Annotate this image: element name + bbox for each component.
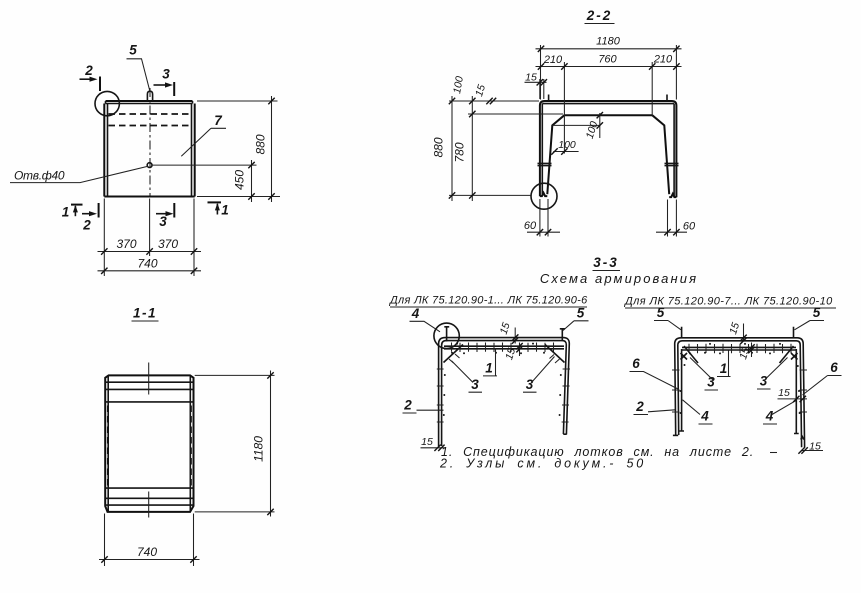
- svg-text:370: 370: [116, 237, 136, 251]
- svg-text:3: 3: [471, 377, 479, 392]
- svg-text:1. Спецификацию лотков см. на: 1. Спецификацию лотков см. на листе 2.: [441, 445, 754, 459]
- svg-text:2: 2: [82, 218, 91, 233]
- svg-text:4: 4: [700, 409, 709, 424]
- svg-text:100: 100: [558, 139, 576, 151]
- svg-text:1: 1: [221, 203, 229, 218]
- svg-text:370: 370: [158, 237, 178, 251]
- svg-text:5: 5: [657, 305, 665, 320]
- svg-text:100: 100: [451, 75, 466, 94]
- svg-text:880: 880: [432, 137, 446, 157]
- svg-text:15: 15: [809, 441, 821, 453]
- svg-text:2: 2: [635, 399, 644, 414]
- svg-text:5: 5: [813, 305, 821, 320]
- svg-text:Отв.ф40: Отв.ф40: [14, 169, 65, 183]
- svg-text:100: 100: [584, 120, 601, 140]
- svg-text:3: 3: [760, 374, 768, 389]
- svg-text:210: 210: [543, 54, 563, 66]
- svg-text:15: 15: [727, 321, 742, 336]
- svg-text:15: 15: [525, 72, 537, 84]
- svg-text:760: 760: [598, 54, 617, 66]
- svg-text:2: 2: [84, 63, 93, 78]
- svg-text:740: 740: [137, 256, 157, 270]
- svg-text:210: 210: [653, 54, 673, 66]
- svg-text:1: 1: [720, 361, 728, 376]
- svg-text:3: 3: [162, 67, 170, 82]
- svg-text:3: 3: [707, 375, 715, 390]
- svg-text:Для ЛК 75.120.90-1... ЛК 75.12: Для ЛК 75.120.90-1... ЛК 75.120.90-6: [388, 295, 588, 307]
- svg-text:Для ЛК 75.120.90-7... ЛК 75.12: Для ЛК 75.120.90-7... ЛК 75.120.90-10: [623, 296, 833, 308]
- svg-text:7: 7: [214, 113, 223, 128]
- svg-text:1180: 1180: [252, 436, 266, 462]
- svg-text:1-1: 1-1: [133, 306, 157, 321]
- svg-text:15: 15: [503, 347, 518, 362]
- svg-text:60: 60: [524, 220, 537, 232]
- svg-text:4: 4: [765, 409, 774, 424]
- svg-text:450: 450: [233, 170, 247, 190]
- svg-text:15: 15: [498, 321, 513, 336]
- svg-text:15: 15: [778, 387, 790, 399]
- svg-text:15: 15: [421, 436, 433, 448]
- svg-text:Схема армирования: Схема армирования: [540, 271, 698, 286]
- svg-text:4: 4: [411, 306, 420, 321]
- svg-text:5: 5: [129, 43, 137, 58]
- svg-text:5: 5: [577, 306, 585, 321]
- svg-text:2. Узлы см. докум.- 50: 2. Узлы см. докум.- 50: [439, 457, 646, 471]
- svg-text:6: 6: [830, 360, 838, 375]
- svg-text:3: 3: [526, 377, 534, 392]
- svg-text:2: 2: [403, 398, 412, 413]
- svg-text:740: 740: [137, 545, 157, 559]
- svg-text:880: 880: [254, 134, 268, 154]
- svg-text:1: 1: [62, 205, 70, 220]
- svg-text:1: 1: [485, 361, 493, 376]
- svg-text:60: 60: [683, 221, 696, 233]
- svg-text:2-2: 2-2: [586, 8, 613, 23]
- svg-text:6: 6: [632, 356, 640, 371]
- svg-text:780: 780: [453, 142, 467, 162]
- svg-text:1180: 1180: [596, 36, 621, 48]
- svg-text:3-3: 3-3: [593, 255, 619, 270]
- svg-text:3: 3: [159, 214, 167, 229]
- svg-text:15: 15: [473, 83, 488, 98]
